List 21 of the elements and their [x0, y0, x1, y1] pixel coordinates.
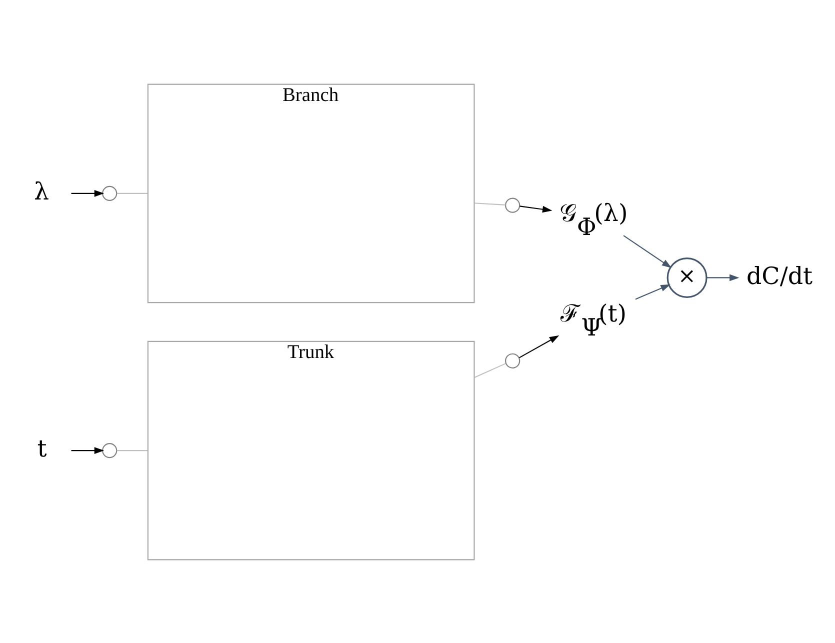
arrow — [519, 334, 560, 358]
connector — [474, 362, 506, 378]
arrow — [71, 446, 104, 454]
node-text: t — [37, 434, 47, 462]
node-circle — [505, 197, 520, 212]
node-box: Trunk — [147, 340, 475, 560]
node-circle — [102, 185, 118, 200]
node-circle — [505, 352, 520, 368]
node-circle: × — [666, 256, 708, 298]
connector — [474, 202, 506, 205]
arrow — [71, 190, 104, 196]
arrow — [520, 205, 552, 212]
connector — [116, 450, 148, 451]
node-circle — [102, 442, 118, 458]
arrow — [706, 274, 740, 281]
node-box: Branch — [147, 83, 475, 303]
node-text: dC/dt — [746, 261, 813, 290]
node-text: λ — [34, 176, 50, 205]
connector — [116, 192, 148, 194]
arrow — [623, 234, 672, 268]
arrow — [635, 284, 670, 300]
